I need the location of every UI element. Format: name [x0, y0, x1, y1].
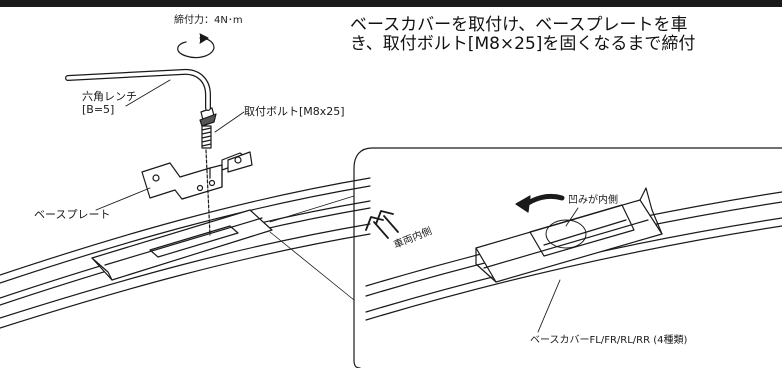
- instruction-text: ベースカバーを取付け、ベースプレートを車 き、取付ボルト[M8×25]を固くなる…: [350, 16, 695, 54]
- hex-wrench-name: 六角レンチ: [82, 90, 137, 103]
- base-cover-inset: [475, 187, 663, 283]
- leader-lines-left: [95, 79, 245, 211]
- zoom-inset: [269, 147, 782, 368]
- instruction-line-2: き、取付ボルト[M8×25]を固くなるまで締付: [350, 34, 696, 54]
- base-plate-label: ベースプレート: [34, 208, 111, 221]
- recess-inside-label: 凹みが内側: [568, 195, 618, 206]
- hex-wrench-label: 六角レンチ [B=5]: [82, 90, 137, 116]
- leader-lines-right: [537, 207, 579, 333]
- hex-wrench-size: [B=5]: [82, 103, 115, 116]
- base-cover-label: ベースカバーFL/FR/RL/RR (4種類): [530, 335, 688, 346]
- base-cover-left: [91, 209, 273, 281]
- base-plate: [141, 151, 253, 200]
- bolt-label: 取付ボルト[M8x25]: [244, 105, 345, 118]
- rotation-arrow: [177, 33, 215, 59]
- vehicle-inside-arrow: [365, 210, 399, 239]
- instruction-line-1: ベースカバーを取付け、ベースプレートを車: [350, 15, 688, 35]
- recess-arrow: [515, 193, 565, 213]
- roof-rail-inset: [365, 191, 782, 321]
- hex-wrench: [65, 68, 211, 111]
- header-bar: [0, 0, 782, 7]
- torque-label: 締付力：4N･m: [174, 15, 243, 26]
